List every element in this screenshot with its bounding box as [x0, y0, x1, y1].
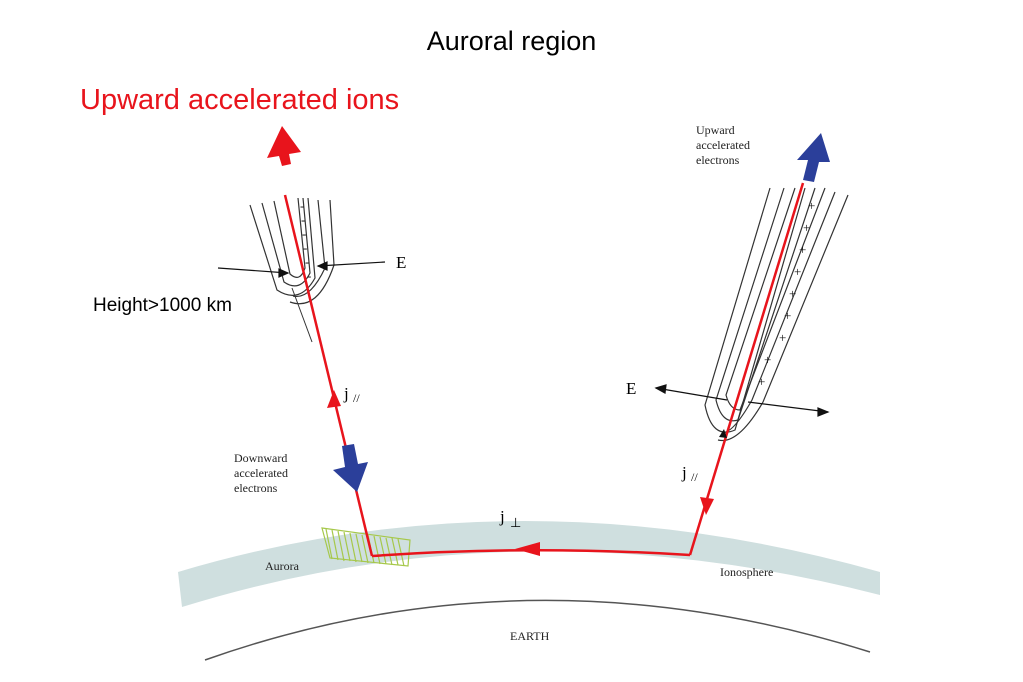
earth-surface [204, 599, 871, 661]
positive-charges: + + + + + + + + + [758, 198, 815, 389]
upward-electron-arrow [797, 133, 830, 182]
j-perp-label: j [499, 507, 505, 526]
charge-plus: + [794, 264, 801, 279]
right-j-label: j [681, 463, 687, 482]
charge-plus: + [789, 286, 796, 301]
charge-plus: + [808, 198, 815, 213]
charge-minus: - [300, 198, 304, 213]
charge-plus: + [764, 352, 771, 367]
downward-electrons-label: Downward accelerated electrons [234, 451, 291, 495]
height-label: Height>1000 km [93, 295, 232, 316]
charge-minus: - [307, 268, 311, 283]
charge-minus: - [302, 226, 306, 241]
negative-charges: - - - - - - [300, 198, 311, 283]
charge-plus: + [799, 242, 806, 257]
upward-ions-label: Upward accelerated ions [80, 84, 400, 116]
right-current-line [688, 182, 805, 556]
left-e-field-arrows [217, 261, 386, 278]
right-e-label: E [626, 379, 636, 398]
left-j-subscript: // [353, 391, 360, 405]
current-down-arrowhead [700, 497, 714, 515]
charge-plus: + [803, 220, 810, 235]
left-current-line [283, 194, 374, 557]
right-j-subscript: // [691, 470, 698, 484]
charge-plus: + [779, 330, 786, 345]
right-e-field-arrows [654, 384, 830, 417]
height-pointer [291, 287, 313, 343]
current-up-arrowhead [327, 390, 341, 408]
left-j-label: j [343, 384, 349, 403]
charge-plus: + [784, 308, 791, 323]
earth-label: EARTH [510, 629, 550, 643]
current-left-arrowhead [515, 542, 540, 556]
left-field-lines [249, 197, 335, 305]
ionosphere-label: Ionosphere [720, 565, 773, 579]
upward-electrons-label: Upward accelerated electrons [696, 123, 753, 167]
ionosphere-band [178, 521, 880, 607]
left-e-label: E [396, 253, 406, 272]
upward-ion-arrow [267, 126, 301, 166]
charge-minus: - [305, 254, 309, 269]
diagram-title: Auroral region [426, 26, 597, 56]
downward-electron-arrow [333, 444, 368, 492]
aurora-label: Aurora [265, 559, 300, 573]
charge-plus: + [758, 374, 765, 389]
charge-minus: - [303, 240, 307, 255]
right-field-lines [704, 187, 849, 442]
charge-minus: - [301, 212, 305, 227]
field-line-arrowhead [719, 429, 727, 438]
j-perp-subscript: ⊥ [510, 515, 521, 530]
